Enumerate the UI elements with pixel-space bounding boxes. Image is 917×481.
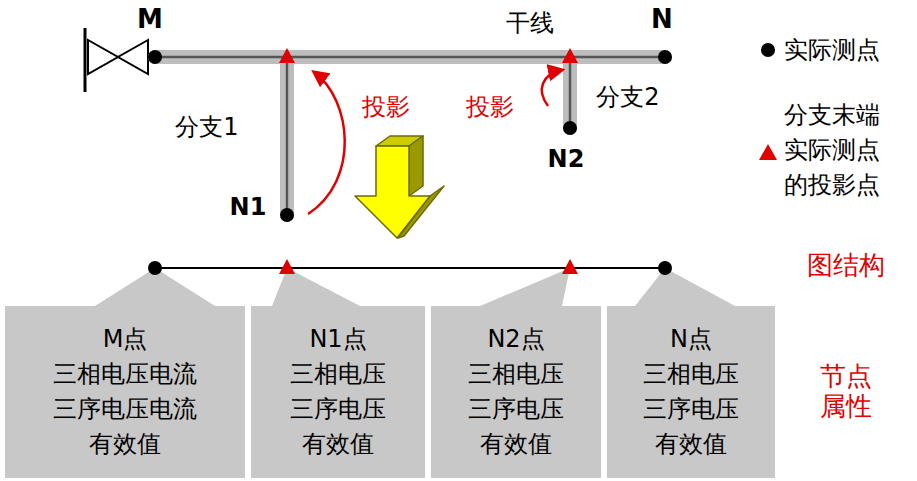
graph-leaders [95, 268, 735, 306]
node-text: 三相电压 [468, 357, 564, 392]
attribute-box: N1点三相电压三序电压有效值 [251, 306, 425, 478]
node-text: M点 [103, 322, 148, 357]
transform-arrow [355, 136, 444, 238]
node-text: 三相电压电流 [53, 357, 197, 392]
point-label: 分支2 [596, 84, 659, 112]
legend-text: 分支末端 实际测点 的投影点 [784, 98, 885, 202]
graph-nodes [148, 259, 672, 275]
section-label: 图结构 [807, 251, 885, 281]
node-text: 三序电压 [643, 392, 739, 427]
projection-arrow [308, 72, 345, 214]
legend-triangle [759, 144, 777, 160]
arrow-label: 投影 [362, 94, 410, 122]
node-text: 有效值 [302, 427, 374, 462]
node-text: 三相电压 [290, 357, 386, 392]
point-label: N2 [548, 146, 585, 174]
section-label: 节点 属性 [818, 362, 874, 422]
legend-text: 实际测点 [784, 33, 880, 68]
point-label: N [651, 5, 673, 35]
point-label: 分支1 [175, 114, 238, 142]
node-text: 三相电压 [643, 357, 739, 392]
node-text: 有效值 [655, 427, 727, 462]
node-text: 三序电压电流 [53, 392, 197, 427]
node-text: 有效值 [89, 427, 161, 462]
node-text: N1点 [309, 322, 366, 357]
attribute-box: N2点三相电压三序电压有效值 [431, 306, 601, 478]
projection-points [279, 48, 578, 63]
projection-arrow [542, 70, 562, 106]
point-label: 干线 [506, 10, 554, 38]
node-text: N点 [670, 322, 712, 357]
graph-line [155, 267, 665, 269]
node-text: 有效值 [480, 427, 552, 462]
point-label: N1 [230, 194, 267, 222]
node-text: N2点 [487, 322, 544, 357]
attribute-box: M点三相电压电流三序电压电流有效值 [5, 306, 245, 478]
node-text: 三序电压 [468, 392, 564, 427]
source-symbol [88, 40, 148, 74]
node-text: 三序电压 [290, 392, 386, 427]
legend-dot [761, 43, 775, 57]
attribute-box: N点三相电压三序电压有效值 [607, 306, 775, 478]
point-label: M [137, 5, 163, 35]
arrow-label: 投影 [466, 94, 514, 122]
ground-bar [84, 28, 87, 92]
